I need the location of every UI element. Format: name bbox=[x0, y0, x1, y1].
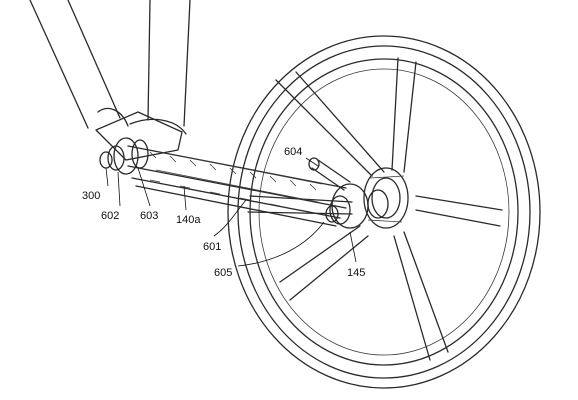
label-605: 605 bbox=[214, 267, 232, 279]
shaft-openings bbox=[149, 151, 317, 213]
label-145: 145 bbox=[347, 267, 365, 279]
label-603: 603 bbox=[140, 210, 158, 222]
rear-gear-assembly bbox=[308, 157, 369, 229]
hub bbox=[363, 167, 409, 229]
label-140a: 140a bbox=[176, 214, 201, 226]
wheel-spokes bbox=[247, 57, 503, 361]
label-601: 601 bbox=[203, 241, 221, 253]
drive-shaft bbox=[127, 145, 347, 227]
leader-lines bbox=[105, 157, 357, 267]
rear-wheel bbox=[227, 35, 541, 389]
bicycle-frame bbox=[29, 0, 191, 161]
label-602: 602 bbox=[101, 210, 119, 222]
label-604: 604 bbox=[284, 146, 302, 158]
label-300: 300 bbox=[82, 190, 100, 202]
reference-labels: 300 602 603 140a 601 604 605 145 bbox=[82, 146, 365, 279]
